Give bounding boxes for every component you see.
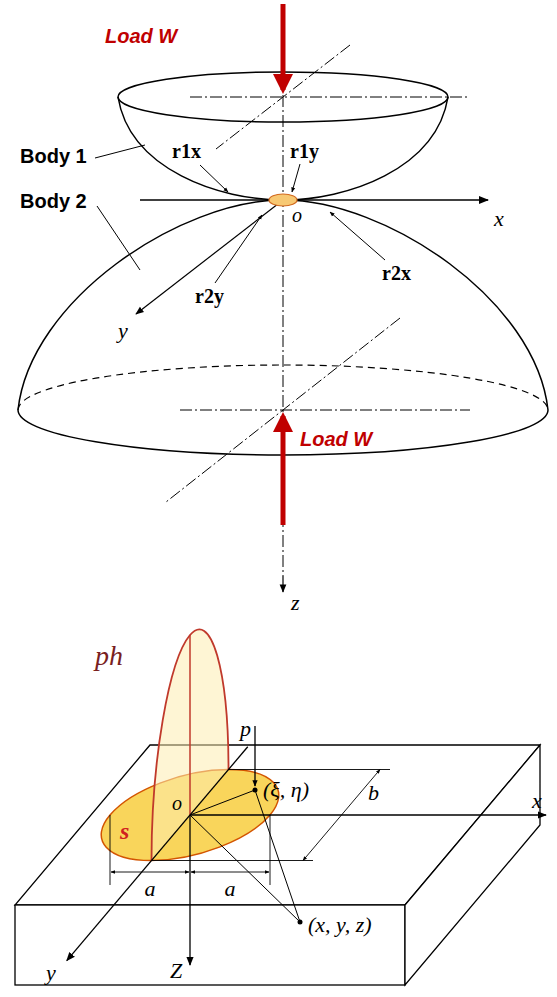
axis-label: Z [170,958,182,984]
radius-arrows [200,164,385,283]
radius-arrow [215,215,262,283]
dimension-label: a [225,876,236,902]
leader-line [97,206,140,270]
load-label: Load W [300,428,372,451]
extension-line [229,769,391,770]
peak-pressure-line [189,635,191,815]
extension-line [110,815,111,885]
pressure-label: ph [95,640,123,672]
dimension-lines [110,770,390,886]
extension-line [152,860,314,861]
origin-label: o [172,792,182,815]
position-line [190,815,300,922]
radius-label: r1y [290,140,319,163]
axis-label: x [532,788,542,814]
point-label: (ξ, η) [263,777,309,803]
origin-label: o [292,204,302,227]
leader-line [95,145,145,158]
x-axis-arrow [140,199,488,201]
radius-arrow [200,165,228,192]
body-label: Body 2 [20,190,87,213]
load-arrow [281,4,286,90]
position-line [190,790,255,815]
dimension-label: a [145,876,156,902]
dimension-line [191,872,269,873]
x-axis-arrow [190,814,546,815]
radius-label: r2y [195,285,224,308]
leader-lines [95,145,145,270]
y-axis-arrow [136,200,283,314]
radius-label: r2x [382,262,411,285]
axis-label: x [494,206,504,232]
axis-label: y [46,960,56,986]
y-axis-arrow [67,747,248,961]
half-space-block [15,745,540,985]
block-side-face [405,745,540,985]
radius-arrow [330,212,385,260]
z-axis-line [283,15,284,576]
load-arrow [281,416,286,525]
point-label: (x, y, z) [308,912,372,938]
dimension-label: b [368,780,379,806]
load-point [253,788,258,793]
extension-line [270,815,271,885]
pressure-label: p [240,716,251,742]
body-label: Body 1 [20,145,87,168]
area-label: s [120,818,129,845]
position-line [255,790,300,922]
axis-label: y [118,318,128,344]
center-line [180,410,470,411]
axis-label: z [291,590,300,616]
dimension-line [111,872,189,873]
pressure-arrow [254,726,255,786]
center-line [190,97,470,98]
radius-label: r1x [172,140,201,163]
dimension-line [303,770,380,861]
block-front-face [15,905,405,985]
field-point [298,920,303,925]
radius-arrow [292,164,300,192]
z-axis-arrow [189,815,190,965]
load-label: Load W [105,25,177,48]
center-lines [166,15,470,576]
z-axis-arrow [282,576,283,592]
point-geometry [190,726,300,922]
